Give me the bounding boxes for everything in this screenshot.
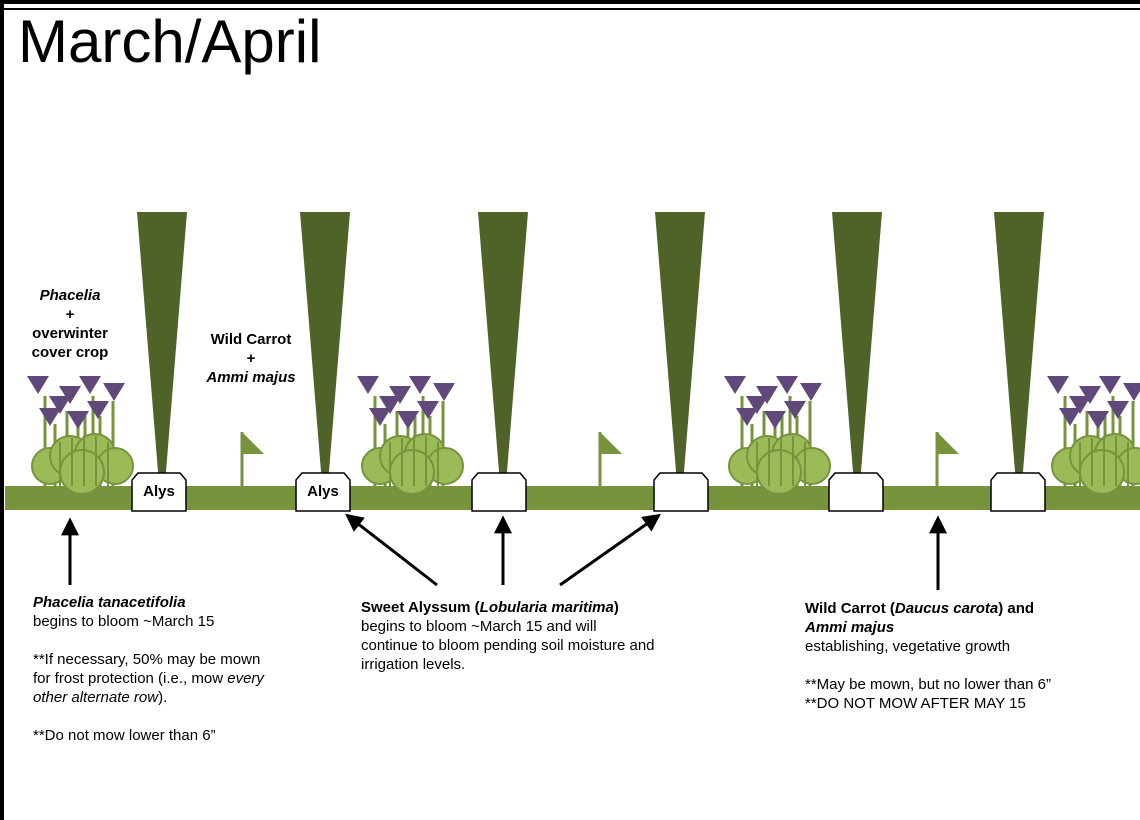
carrot-seedling-2 <box>598 430 624 490</box>
phacelia-shrub-3 <box>724 376 830 494</box>
alyssum-box-2-label: Alys <box>307 483 339 500</box>
alyssum-note-line2: continue to bloom pending soil moisture … <box>361 637 655 654</box>
phacelia-note-title: Phacelia tanacetifolia <box>33 594 186 611</box>
alyssum-note-title-common: Sweet Alyssum ( <box>361 599 480 616</box>
wild-carrot-label-name: Wild Carrot <box>210 331 292 348</box>
alyssum-note: Sweet Alyssum (Lobularia maritima) begin… <box>361 598 761 674</box>
alyssum-box-4 <box>653 472 709 512</box>
tree-6 <box>994 212 1044 484</box>
phacelia-label-plus: + <box>65 306 75 323</box>
wild-carrot-plot-label: Wild Carrot + Ammi majus <box>186 330 316 387</box>
carrot-note: Wild Carrot (Daucus carota) and Ammi maj… <box>805 599 1135 713</box>
phacelia-shrub-4 <box>1047 376 1140 494</box>
carrot-note-title2: Ammi majus <box>805 619 895 636</box>
carrot-seedling-3 <box>935 430 961 490</box>
phacelia-label-name: Phacelia <box>39 287 101 304</box>
arrow-alyssum-right <box>559 513 661 587</box>
alyssum-box-1-label: Alys <box>143 483 175 500</box>
phacelia-plot-label: Phacelia + overwinter cover crop <box>10 286 130 362</box>
phacelia-note-mow-text: for frost protection (i.e., mow <box>33 670 228 687</box>
phacelia-label-line3: cover crop <box>31 344 109 361</box>
phacelia-note-mow-every: every <box>227 670 264 687</box>
alyssum-box-5 <box>828 472 884 512</box>
page-title: March/April <box>18 8 322 75</box>
carrot-note-title-sci: Daucus carota <box>894 600 999 617</box>
frame-top-border-thin <box>0 8 1140 10</box>
phacelia-note-mow-line1: **If necessary, 50% may be mown <box>33 651 261 668</box>
phacelia-note-mow-line2: for frost protection (i.e., mow every <box>33 669 333 688</box>
alyssum-box-6 <box>990 472 1046 512</box>
alyssum-note-title-close: ) <box>613 599 619 616</box>
tree-1 <box>137 212 187 484</box>
ground-strip <box>5 486 1140 510</box>
phacelia-label-line2: overwinter <box>32 325 108 342</box>
wild-carrot-label-plus: + <box>246 350 256 367</box>
tree-5 <box>832 212 882 484</box>
carrot-seedling-1 <box>240 430 266 490</box>
carrot-note-growth: establishing, vegetative growth <box>805 638 1011 655</box>
alyssum-note-line1: begins to bloom ~March 15 and will <box>361 618 597 635</box>
phacelia-shrub-2 <box>357 376 463 494</box>
alyssum-box-3 <box>471 472 527 512</box>
carrot-note-title-common: Wild Carrot ( <box>805 600 895 617</box>
alyssum-note-title: Sweet Alyssum (Lobularia maritima) <box>361 598 761 617</box>
phacelia-note-mow-alt: other alternate row <box>33 689 159 706</box>
phacelia-note-height: **Do not mow lower than 6” <box>33 727 216 744</box>
frame-top-border <box>0 0 1140 4</box>
arrow-alyssum-left <box>345 513 438 587</box>
carrot-note-mow-deadline: **DO NOT MOW AFTER MAY 15 <box>805 695 1026 712</box>
phacelia-note: Phacelia tanacetifolia begins to bloom ~… <box>33 593 333 745</box>
tree-4 <box>655 212 705 484</box>
tree-3 <box>478 212 528 484</box>
alyssum-note-line3: irrigation levels. <box>361 656 466 673</box>
phacelia-shrub-1 <box>27 376 133 494</box>
phacelia-note-bloom: begins to bloom ~March 15 <box>33 613 215 630</box>
carrot-note-mow-height: **May be mown, but no lower than 6” <box>805 676 1051 693</box>
wild-carrot-label-line2: Ammi majus <box>206 369 296 386</box>
carrot-note-title-and: ) and <box>998 600 1035 617</box>
phacelia-note-mow-line3: other alternate row). <box>33 688 333 707</box>
frame-left-border <box>0 0 4 820</box>
phacelia-note-mow-end: ). <box>158 689 168 706</box>
alyssum-note-title-sci: Lobularia maritima <box>479 599 614 616</box>
carrot-note-title: Wild Carrot (Daucus carota) and <box>805 599 1135 618</box>
